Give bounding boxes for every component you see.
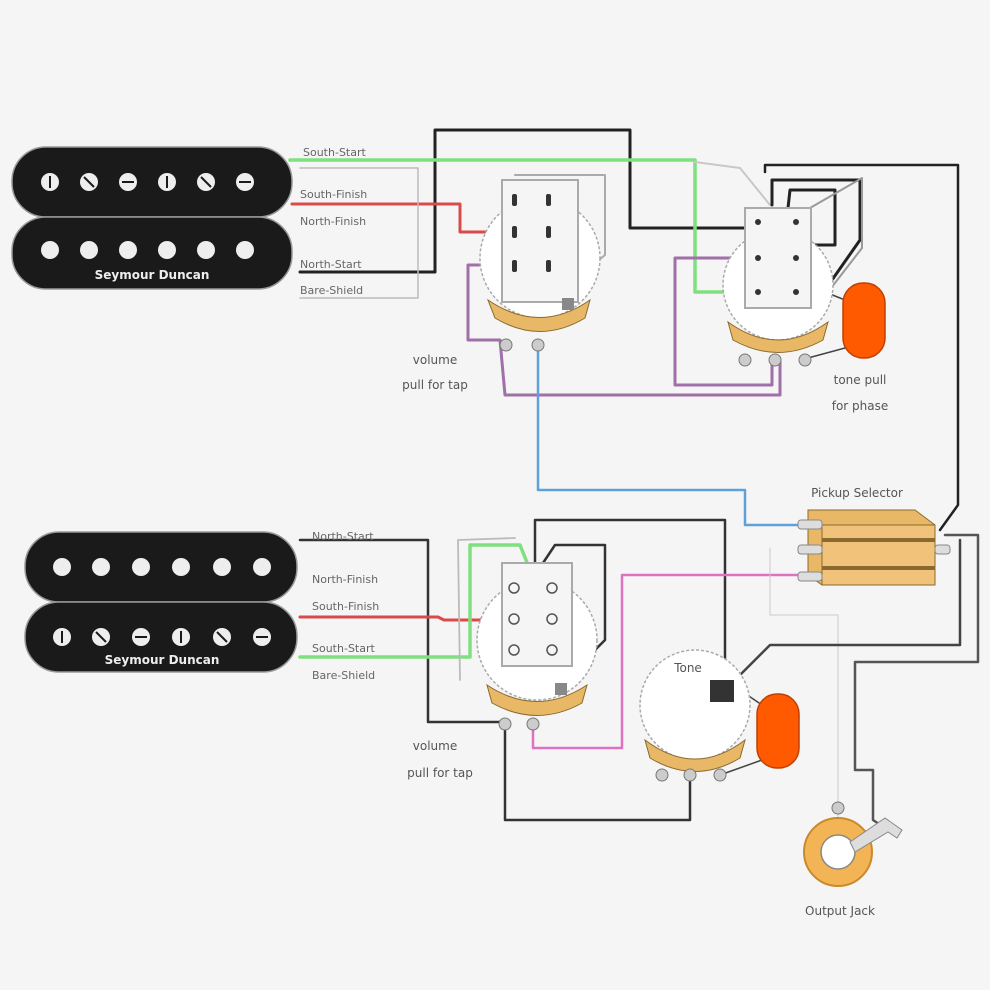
- humbucker-pickup-icon: [11, 146, 293, 290]
- lead-label: North-Start: [300, 258, 362, 271]
- lead-label: Bare-Shield: [312, 669, 375, 682]
- wire-blue-vol-to-selector: [536, 348, 802, 527]
- lead-label: North-Finish: [300, 215, 366, 228]
- pole-piece-slots-top: [49, 176, 251, 188]
- wire-red-south-finish-2: [298, 615, 518, 622]
- lead-label: South-Start: [312, 642, 375, 655]
- lead-label: South-Finish: [312, 600, 379, 613]
- push-pull-pot-icon: [479, 179, 601, 352]
- output-jack-icon: [803, 801, 903, 887]
- capacitor-icon: [756, 693, 800, 769]
- push-pull-pot-icon: [476, 562, 598, 731]
- pickup-lead-labels: North-Start North-Finish South-Finish So…: [312, 530, 379, 682]
- volume-pot-2[interactable]: volume pull for tap: [407, 562, 598, 780]
- pickup-brand-label: Seymour Duncan: [105, 653, 220, 667]
- wire-cap2-lead-bottom: [719, 759, 763, 776]
- pickup-selector[interactable]: Pickup Selector: [797, 486, 951, 586]
- tone-1-label-line2: for phase: [832, 399, 889, 413]
- pickup-lead-labels: South-Start South-Finish North-Finish No…: [300, 146, 367, 297]
- pole-pieces-top: [53, 558, 271, 576]
- pickup-bridge: Seymour Duncan South-Start South-Finish …: [11, 146, 367, 297]
- lead-label: South-Finish: [300, 188, 367, 201]
- wire-green-south-start-2: [298, 543, 530, 659]
- pole-piece-slots-bottom: [61, 631, 268, 643]
- volume-2-label-line1: volume: [413, 739, 457, 753]
- wire-white-2: [457, 537, 516, 681]
- wire-gray-tone1-cap: [809, 177, 863, 293]
- lead-label: Bare-Shield: [300, 284, 363, 297]
- wire-black-selector-jack: [853, 533, 980, 830]
- pole-pieces-bottom: [41, 241, 254, 259]
- lead-label: North-Finish: [312, 573, 378, 586]
- output-jack[interactable]: Output Jack: [803, 801, 903, 918]
- wire-purple-tone-1: [673, 256, 774, 387]
- wire-black-right-loop: [763, 163, 960, 532]
- wire-black-vol2-jumper: [533, 518, 727, 692]
- toggle-switch-icon: [797, 509, 951, 586]
- volume-1-label-line1: volume: [413, 353, 457, 367]
- wire-thin-selector-tie: [769, 547, 839, 821]
- tone-pot-1[interactable]: tone pull for phase: [722, 207, 889, 413]
- wire-black-north-start-1: [298, 128, 762, 274]
- tone-pot-2[interactable]: Tone: [639, 649, 800, 782]
- wire-pink-vol2-to-selector: [531, 573, 802, 750]
- wire-black-selector-tone2: [733, 538, 962, 682]
- wire-cap1-lead-bottom: [807, 347, 846, 359]
- volume-pot-1[interactable]: volume pull for tap: [402, 179, 601, 392]
- volume-2-label-line2: pull for tap: [407, 766, 473, 780]
- wire-white-1: [694, 161, 771, 206]
- wire-shield-1: [299, 167, 419, 299]
- lead-label: South-Start: [303, 146, 366, 159]
- pickup-neck: Seymour Duncan North-Start North-Finish …: [24, 530, 379, 682]
- pickup-selector-label: Pickup Selector: [811, 486, 903, 500]
- potentiometer-icon: [639, 649, 751, 782]
- capacitor-icon: [842, 282, 886, 359]
- volume-1-label-line2: pull for tap: [402, 378, 468, 392]
- tone-2-label: Tone: [673, 661, 702, 675]
- pickup-brand-label: Seymour Duncan: [95, 268, 210, 282]
- push-pull-pot-icon: [722, 207, 834, 367]
- humbucker-pickup-icon: [24, 531, 298, 673]
- tone-1-label-line1: tone pull: [834, 373, 887, 387]
- output-jack-label: Output Jack: [805, 904, 875, 918]
- lead-label: North-Start: [312, 530, 374, 543]
- wire-purple-vol-1: [466, 263, 782, 397]
